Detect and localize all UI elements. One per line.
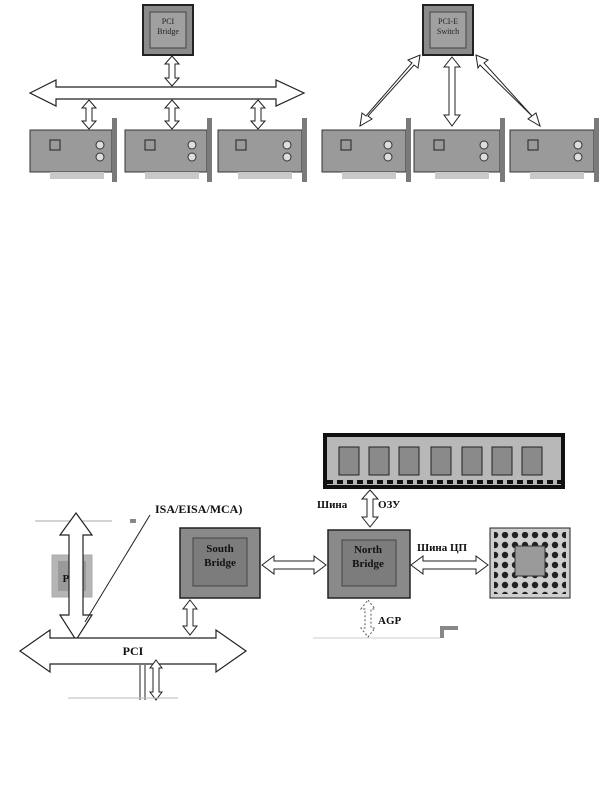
north-bridge-label-2: Bridge (352, 558, 384, 570)
bus-to-card-3-arrow (249, 99, 267, 130)
pcie-switch-label-2: Switch (437, 27, 459, 36)
cpu-bus-arrow (410, 555, 489, 575)
south-north-arrow (261, 555, 327, 575)
ram-bus-label-right: ОЗУ (378, 499, 400, 511)
pci-card-3 (217, 118, 307, 182)
pci-bridge-chip: PCI Bridge (142, 4, 194, 56)
agp-label: AGP (378, 615, 402, 627)
switch-to-card-6-arrow (475, 54, 541, 128)
pci-bus-arrow (18, 628, 248, 674)
pci-bridge-label-1: PCI (162, 17, 175, 26)
pci-card-1 (29, 118, 117, 182)
pcie-switch-chip: PCI-E Switch (422, 4, 474, 56)
pci-bridge-label-2: Bridge (157, 27, 179, 36)
cpu-chip (489, 527, 571, 599)
bus-to-card-1-arrow (80, 99, 98, 130)
isa-label: ISA/EISA/MCA) (155, 502, 242, 516)
north-bridge-label-1: North (354, 544, 382, 556)
pcie-card-5 (413, 118, 505, 182)
pcie-card-4 (321, 118, 411, 182)
south-to-pci-arrow (181, 599, 199, 636)
north-bridge-chip: North Bridge (327, 529, 411, 599)
cpu-bus-label: Шина ЦП (417, 542, 468, 554)
switch-to-card-4-arrow (359, 54, 421, 127)
agp-arrow (359, 599, 377, 638)
south-bridge-chip: South Bridge (179, 527, 261, 599)
pci-stub-arrow-1 (139, 665, 146, 700)
agp-corner-mark (440, 626, 458, 638)
pci-bus-label: PCI (123, 644, 144, 658)
pcie-switch-label-1: PCI-E (438, 17, 458, 26)
ram-bus-arrow (360, 489, 380, 528)
switch-to-card-5-arrow (442, 56, 462, 127)
ram-bus-label-left: Шина (317, 499, 348, 511)
pcie-card-6 (509, 118, 599, 182)
pci-stub-arrow-2 (149, 659, 163, 701)
ram-module (323, 433, 565, 489)
bus-to-card-2-arrow (163, 99, 181, 130)
south-bridge-label-1: South (206, 543, 234, 555)
pci-bridge-to-bus-arrow (163, 55, 181, 87)
pci-card-2 (124, 118, 212, 182)
south-bridge-label-2: Bridge (204, 557, 236, 569)
pci-shared-bus-arrow (28, 79, 306, 107)
